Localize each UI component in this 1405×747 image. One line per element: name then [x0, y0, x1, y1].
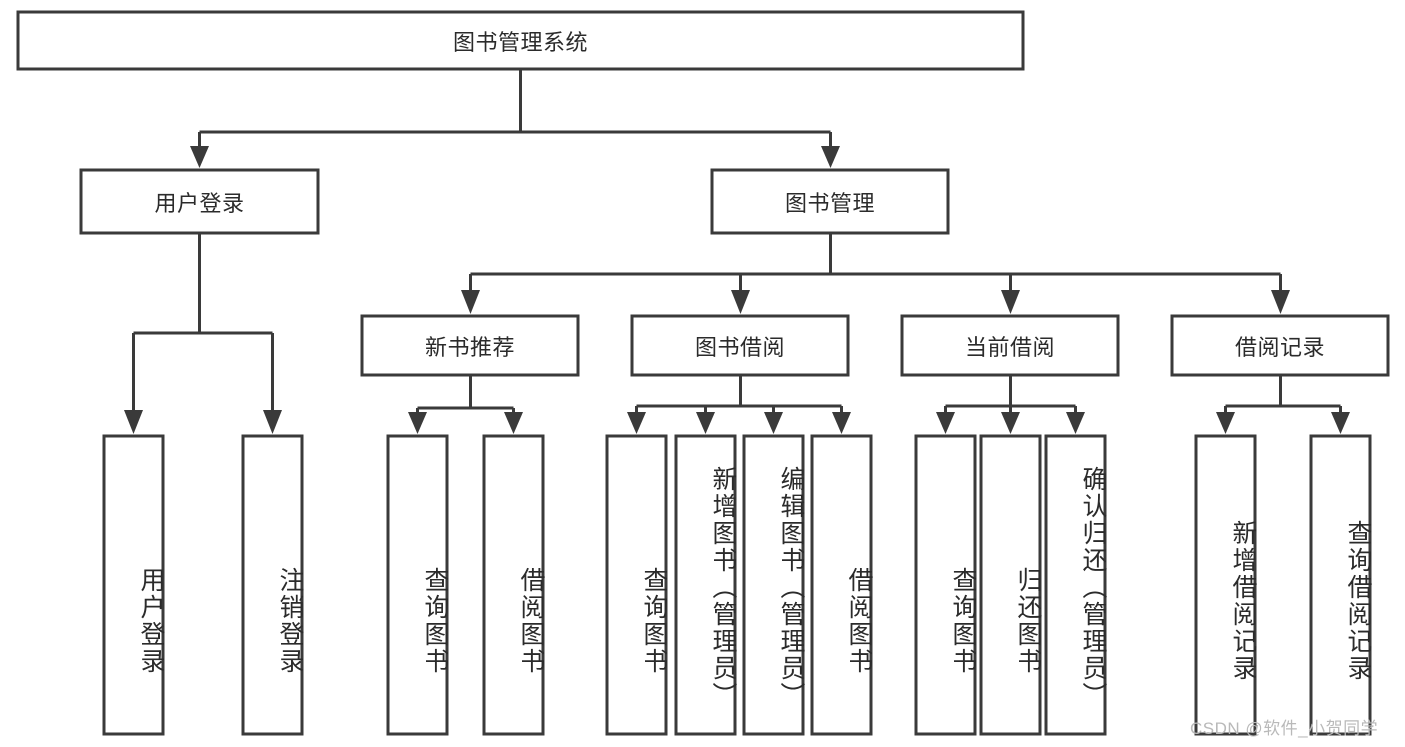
arrow-head-icon: [124, 410, 143, 434]
node-box-l3-1[interactable]: [630, 314, 850, 377]
node-box-leaf-7[interactable]: [810, 434, 873, 736]
arrow-head-icon: [504, 412, 523, 434]
arrow-head-icon: [190, 146, 209, 168]
node-box-leaf-9[interactable]: [979, 434, 1042, 736]
node-box-l2-0[interactable]: [79, 168, 320, 235]
node-box-leaf-10[interactable]: [1044, 434, 1107, 736]
arrow-head-icon: [461, 290, 480, 314]
node-box-leaf-8[interactable]: [914, 434, 977, 736]
node-box-leaf-2[interactable]: [386, 434, 449, 736]
node-box-leaf-5[interactable]: [674, 434, 737, 736]
arrow-head-icon: [936, 412, 955, 434]
node-box-l3-0[interactable]: [360, 314, 580, 377]
arrow-head-icon: [263, 410, 282, 434]
node-box-leaf-6[interactable]: [742, 434, 805, 736]
node-box-root[interactable]: [16, 10, 1025, 71]
arrow-head-icon: [731, 290, 750, 314]
arrow-head-icon: [764, 412, 783, 434]
node-box-leaf-12[interactable]: [1309, 434, 1372, 736]
arrow-head-icon: [408, 412, 427, 434]
connector-group: [124, 69, 1350, 434]
node-box-l2-1[interactable]: [710, 168, 950, 235]
arrow-head-icon: [1001, 412, 1020, 434]
node-box-l3-2[interactable]: [900, 314, 1120, 377]
arrow-head-icon: [1001, 290, 1020, 314]
arrow-head-icon: [1271, 290, 1290, 314]
arrow-head-icon: [1331, 412, 1350, 434]
arrow-head-icon: [696, 412, 715, 434]
node-box-leaf-0[interactable]: [102, 434, 165, 736]
node-box-leaf-4[interactable]: [605, 434, 668, 736]
node-box-leaf-1[interactable]: [241, 434, 304, 736]
arrow-head-icon: [1216, 412, 1235, 434]
node-box-leaf-11[interactable]: [1194, 434, 1257, 736]
node-box-group: [16, 10, 1390, 736]
arrow-head-icon: [821, 146, 840, 168]
arrow-head-icon: [1066, 412, 1085, 434]
watermark-text: CSDN @软件_小贺同学: [1190, 719, 1379, 738]
node-box-l3-3[interactable]: [1170, 314, 1390, 377]
arrow-head-icon: [627, 412, 646, 434]
arrow-head-icon: [832, 412, 851, 434]
node-box-leaf-3[interactable]: [482, 434, 545, 736]
